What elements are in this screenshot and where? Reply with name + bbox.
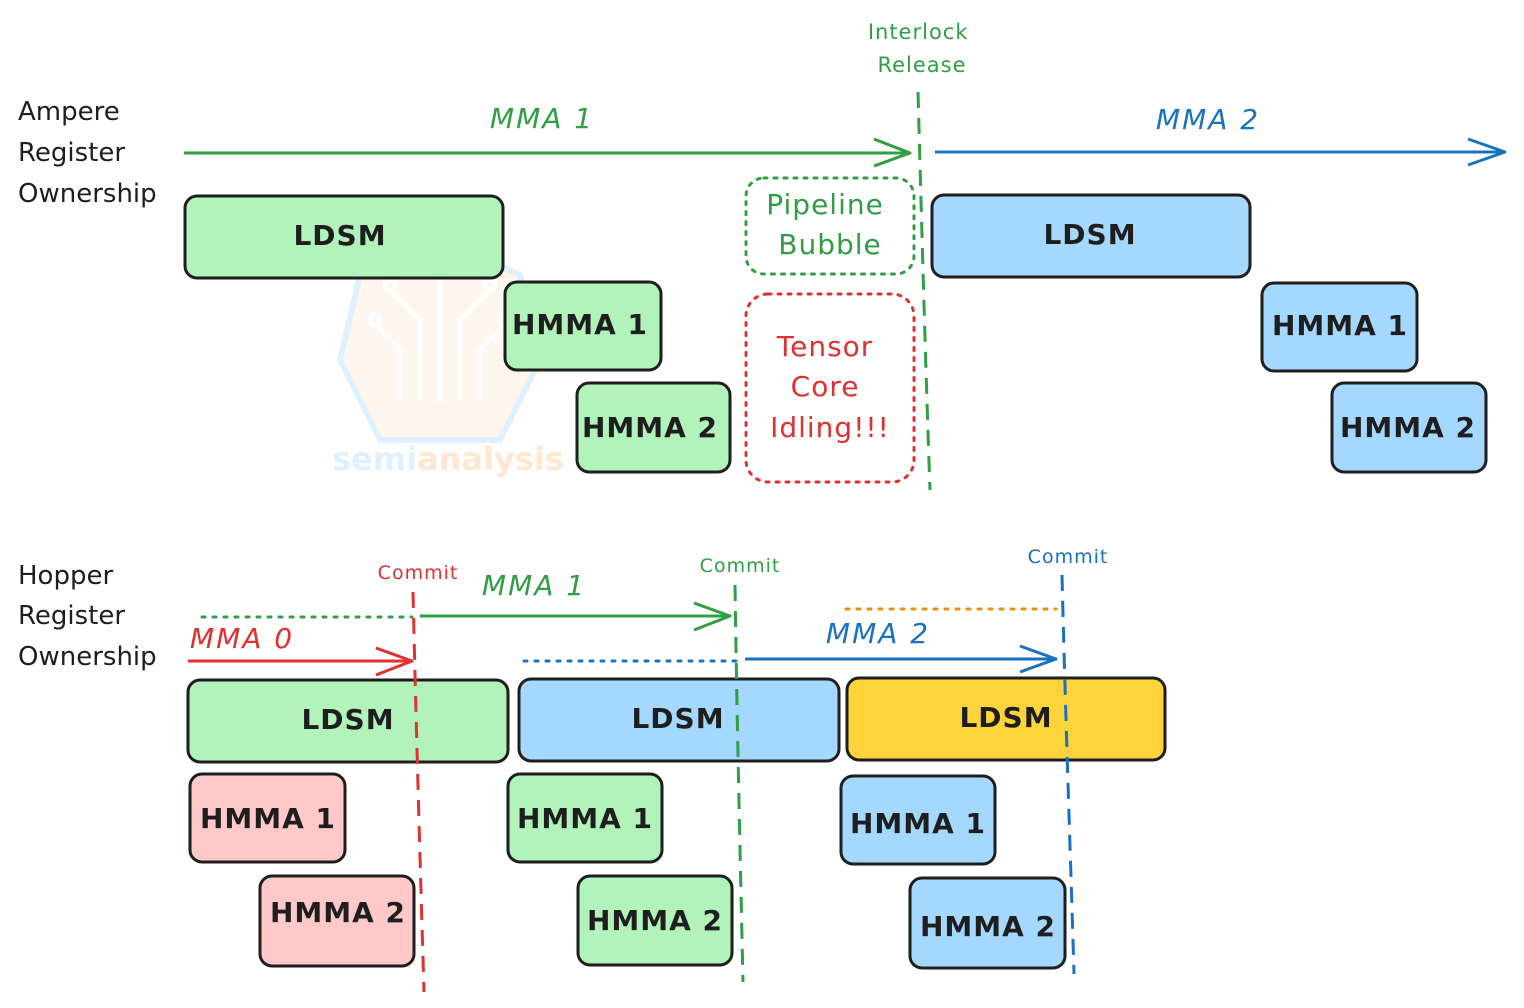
hopper-mma1-arrowhead [693, 601, 732, 632]
svg-text:LDSM: LDSM [959, 701, 1052, 734]
hopper-mma1-label: MMA 1 [482, 569, 586, 602]
commit-line-red [411, 591, 426, 993]
svg-text:HMMA 1: HMMA 1 [512, 308, 648, 341]
ampere-row-label: Ampere Register Ownership [18, 97, 157, 209]
hopper-mma2-label: MMA 2 [826, 617, 930, 650]
svg-text:HMMA 2: HMMA 2 [1340, 411, 1476, 444]
interlock-release-line [916, 91, 932, 491]
hopper-ldsm-box-blue: LDSM [517, 677, 841, 763]
svg-text:LDSM: LDSM [293, 219, 386, 252]
commit-line-blue [1060, 574, 1076, 975]
svg-text:HMMA 1: HMMA 1 [850, 807, 986, 840]
commit-label-green: Commit [700, 555, 781, 577]
hopper-ldsm-box-green: LDSM [186, 678, 510, 764]
pipeline-bubble-note: Pipeline Bubble [744, 176, 916, 276]
hopper-hmma2-box-green: HMMA 2 [576, 874, 734, 967]
hopper-hmma1-box-red: HMMA 1 [188, 772, 347, 864]
tensor-core-idling-note: Tensor Core Idling!!! [744, 292, 916, 484]
hopper-hmma1-box-blue: HMMA 1 [839, 774, 997, 866]
svg-text:LDSM: LDSM [631, 702, 724, 735]
svg-text:HMMA 2: HMMA 2 [270, 896, 406, 929]
commit-label-blue: Commit [1028, 546, 1109, 568]
svg-text:semianalysis: semianalysis [332, 440, 564, 478]
hopper-hmma2-box-blue: HMMA 2 [908, 876, 1067, 970]
watermark-brand-b: analysis [417, 440, 564, 478]
svg-text:HMMA 1: HMMA 1 [200, 802, 336, 835]
hopper-mma2-arrowhead [1019, 644, 1058, 674]
svg-text:HMMA 2: HMMA 2 [587, 904, 723, 937]
svg-text:Pipeline Bubble: Pipeline Bubble [766, 188, 894, 261]
ampere-ldsm-box-2: LDSM [930, 193, 1252, 279]
ampere-mma1-arrowhead [873, 137, 912, 168]
hopper-mma0-label: MMA 0 [190, 622, 294, 655]
commit-label-red: Commit [378, 562, 459, 584]
commit-line-green [733, 584, 745, 983]
svg-text:LDSM: LDSM [301, 703, 394, 736]
svg-text:HMMA 2: HMMA 2 [920, 910, 1056, 943]
hopper-ldsm-box-yellow: LDSM [845, 676, 1167, 762]
hopper-row-label: Hopper Register Ownership [18, 561, 157, 672]
hopper-section: Hopper Register Ownership Commit Commit … [18, 546, 1167, 993]
hopper-hmma2-box-red: HMMA 2 [258, 874, 416, 968]
hopper-hmma1-box-green: HMMA 1 [506, 772, 664, 864]
ampere-hmma2-box-1: HMMA 2 [575, 381, 732, 474]
svg-text:HMMA 2: HMMA 2 [582, 411, 718, 444]
ampere-mma2-arrowhead [1467, 137, 1507, 167]
ampere-ldsm-box-1: LDSM [183, 194, 505, 280]
ampere-hmma1-box-1: HMMA 1 [503, 280, 663, 372]
ampere-mma1-label: MMA 1 [490, 102, 594, 135]
hopper-mma0-arrowhead [375, 646, 414, 677]
ampere-mma2-label: MMA 2 [1156, 103, 1260, 136]
svg-text:LDSM: LDSM [1043, 218, 1136, 251]
ampere-hmma2-box-2: HMMA 2 [1330, 381, 1488, 474]
interlock-release-label: Interlock Release [868, 20, 976, 77]
watermark-brand-a: semi [332, 440, 417, 478]
svg-text:Tensor Core Id: Tensor Core Idling!!! [770, 330, 890, 444]
svg-text:HMMA 1: HMMA 1 [517, 802, 653, 835]
ampere-hmma1-box-2: HMMA 1 [1260, 281, 1419, 373]
svg-text:HMMA 1: HMMA 1 [1272, 309, 1408, 342]
ampere-section: Ampere Register Ownership Interlock Rele… [18, 20, 1507, 491]
